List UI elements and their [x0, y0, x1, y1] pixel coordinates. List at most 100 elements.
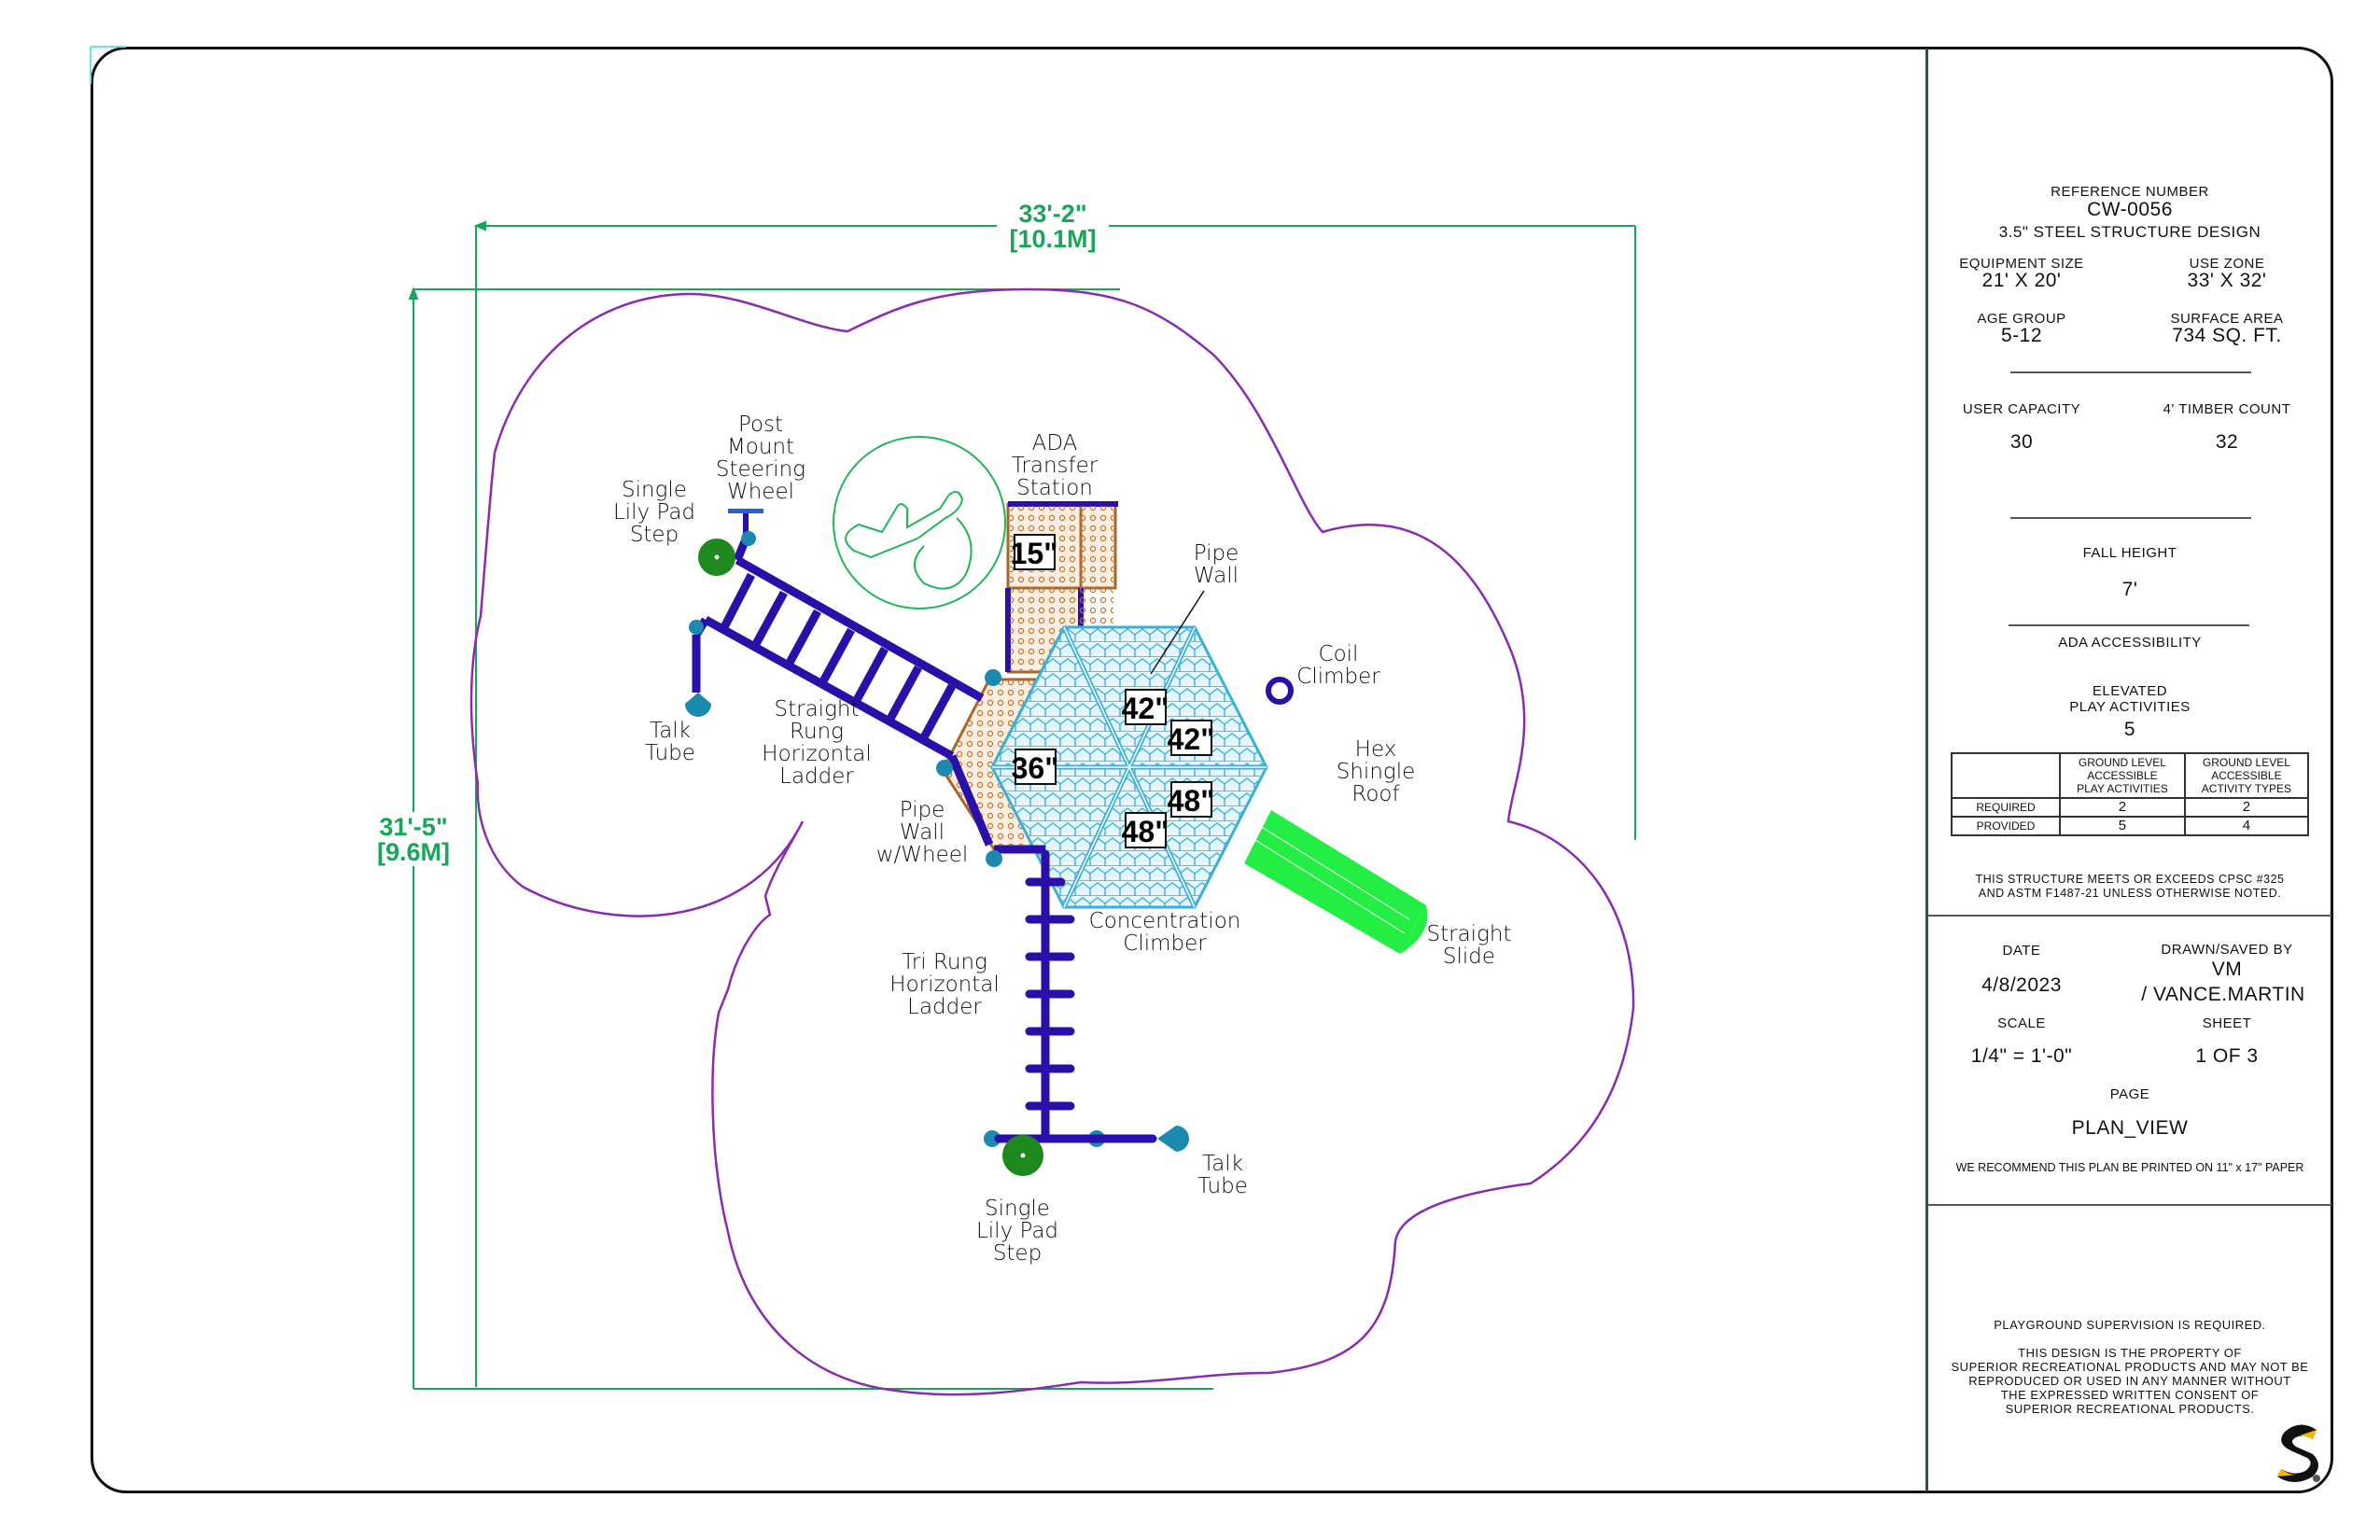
tri-rung-horizontal-ladder [994, 849, 1157, 1143]
label-post-mount-steering-wheel: Post Mount Steering Wheel [716, 413, 805, 504]
ada-row-label: REQUIRED [1951, 797, 2061, 818]
ada-wheelchair-symbol [833, 436, 1006, 609]
straight-slide [1244, 810, 1428, 954]
deck-height-15: 15" [1011, 537, 1058, 570]
svg-text:w/Wheel: w/Wheel [876, 843, 969, 867]
svg-text:Horizontal: Horizontal [889, 973, 999, 997]
plan-view-drawing: 33'-2" [10.1M] 31'-5" [9.6M] [90, 46, 1636, 1396]
sheet-label: SHEET [2202, 1015, 2252, 1031]
page-label: PAGE [2109, 1086, 2150, 1102]
dimension-height-imperial: 31'-5" [379, 813, 447, 841]
ada-cell: 2 [2183, 797, 2310, 818]
label-pipe-wall-w-wheel: Pipe Wall w/Wheel [876, 798, 969, 867]
pipe-wall-leader [1150, 590, 1205, 675]
svg-text:Lily Pad: Lily Pad [613, 500, 695, 525]
dimension-height-label-bg [366, 812, 461, 866]
deck-height-badges: 15" 36" 42" 42" 48" 48" [1011, 534, 1215, 848]
drawn-by-label: DRAWN/SAVED BY [2161, 942, 2293, 958]
print-note: WE RECOMMEND THIS PLAN BE PRINTED ON 11"… [1955, 1161, 2304, 1174]
ada-cell: 2 [2059, 797, 2186, 818]
title-block: REFERENCE NUMBER CW-0056 3.5" STEEL STRU… [1928, 49, 2331, 1491]
svg-text:Mount: Mount [727, 435, 794, 459]
title-block-divider [1925, 49, 1928, 1491]
svg-text:Ladder: Ladder [907, 995, 982, 1019]
equipment-size-label: EQUIPMENT SIZE [1959, 256, 2084, 272]
svg-text:Slide: Slide [1443, 945, 1495, 969]
use-zone: 33' X 32' [2187, 270, 2267, 291]
surface-area: 734 SQ. FT. [2172, 325, 2282, 346]
svg-text:Climber: Climber [1296, 665, 1380, 689]
svg-text:Ladder: Ladder [779, 764, 854, 789]
svg-text:Pipe: Pipe [1194, 541, 1239, 566]
svg-text:Steering: Steering [716, 457, 805, 482]
compliance-line-1: THIS STRUCTURE MEETS OR EXCEEDS CPSC #32… [1975, 873, 2285, 886]
ada-header-play-activities: GROUND LEVEL ACCESSIBLE PLAY ACTIVITIES [2059, 752, 2186, 799]
divider-rule [2010, 371, 2251, 373]
talk-tube-left [685, 693, 711, 717]
sheet-border [91, 47, 2333, 1493]
label-ada-transfer-station: ADA Transfer Station [1012, 431, 1099, 500]
equipment-size: 21' X 20' [1981, 270, 2062, 291]
elevated-label-1: ELEVATED [2092, 683, 2168, 699]
elevated-label-2: PLAY ACTIVITIES [2069, 699, 2191, 715]
svg-text:Transfer: Transfer [1012, 454, 1099, 478]
svg-text:Station: Station [1016, 476, 1093, 500]
coil-climber [1266, 677, 1294, 705]
label-single-lily-pad-step-bottom: Single Lily Pad Step [976, 1197, 1058, 1266]
deck-height-48b: 48" [1122, 815, 1169, 848]
corner-mark [90, 46, 126, 84]
svg-text:Single: Single [985, 1197, 1050, 1221]
use-zone-label: USE ZONE [2189, 256, 2265, 272]
scale-label: SCALE [1997, 1015, 2046, 1031]
svg-text:Hex: Hex [1355, 737, 1397, 762]
divider-rule [2009, 624, 2249, 626]
title-block-hline-2 [1928, 1204, 2331, 1206]
svg-text:Wall: Wall [900, 820, 945, 845]
svg-text:Pipe: Pipe [900, 798, 945, 822]
svg-text:Lily Pad: Lily Pad [976, 1219, 1058, 1243]
structure-design: 3.5" STEEL STRUCTURE DESIGN [1998, 223, 2261, 241]
svg-text:ADA: ADA [1032, 431, 1078, 455]
reference-label: REFERENCE NUMBER [2051, 184, 2209, 200]
page: PLAN_VIEW [2071, 1117, 2189, 1139]
svg-text:Rung: Rung [790, 720, 844, 744]
ada-header-activity-types: GROUND LEVEL ACCESSIBLE ACTIVITY TYPES [2183, 752, 2310, 799]
svg-text:Step: Step [993, 1241, 1042, 1266]
scale: 1/4" = 1'-0" [1970, 1045, 2073, 1067]
fall-height: 7' [2121, 579, 2138, 600]
svg-text:Coil: Coil [1319, 642, 1359, 666]
use-zone-boundary [469, 287, 1635, 1396]
label-straight-rung-horizontal-ladder: Straight Rung Horizontal Ladder [762, 697, 871, 789]
deck-height-42a: 42" [1122, 692, 1169, 725]
fall-height-label: FALL HEIGHT [2082, 545, 2177, 561]
elevated-value: 5 [2123, 719, 2136, 740]
compliance-line-2: AND ASTM F1487-21 UNLESS OTHERWISE NOTED… [1978, 887, 2282, 900]
svg-text:Roof: Roof [1351, 782, 1400, 806]
svg-text:Talk: Talk [650, 719, 691, 743]
svg-text:Talk: Talk [1202, 1152, 1243, 1176]
svg-text:Tri Rung: Tri Rung [902, 950, 987, 974]
dimension-height-metric: [9.6M] [377, 838, 450, 866]
age-group-label: AGE GROUP [1977, 311, 2066, 327]
svg-text:Wall: Wall [1194, 564, 1239, 588]
divider-rule [2010, 517, 2251, 519]
svg-text:Horizontal: Horizontal [762, 742, 871, 766]
svg-text:Single: Single [622, 478, 687, 502]
label-pipe-wall: Pipe Wall [1194, 541, 1239, 588]
drawn-by-name: / VANCE.MARTIN [2141, 984, 2305, 1005]
ada-table-header: GROUND LEVEL ACCESSIBLE PLAY ACTIVITIES … [1951, 752, 2310, 799]
dimension-width-metric: [10.1M] [1009, 225, 1096, 253]
deck-height-48a: 48" [1168, 784, 1215, 818]
drawn-by-initials: VM [2211, 959, 2243, 980]
svg-text:Tube: Tube [645, 741, 695, 765]
talk-tube-bottom [1157, 1126, 1189, 1152]
svg-text:Straight: Straight [775, 697, 860, 721]
superior-logo [2277, 1424, 2320, 1482]
timber-count-label: 4' TIMBER COUNT [2163, 401, 2291, 417]
sheet: 1 OF 3 [2195, 1045, 2259, 1067]
ada-row-label: PROVIDED [1951, 816, 2061, 836]
deck-height-42b: 42" [1168, 722, 1215, 756]
deck-height-36: 36" [1012, 751, 1059, 785]
label-coil-climber: Coil Climber [1296, 642, 1380, 689]
